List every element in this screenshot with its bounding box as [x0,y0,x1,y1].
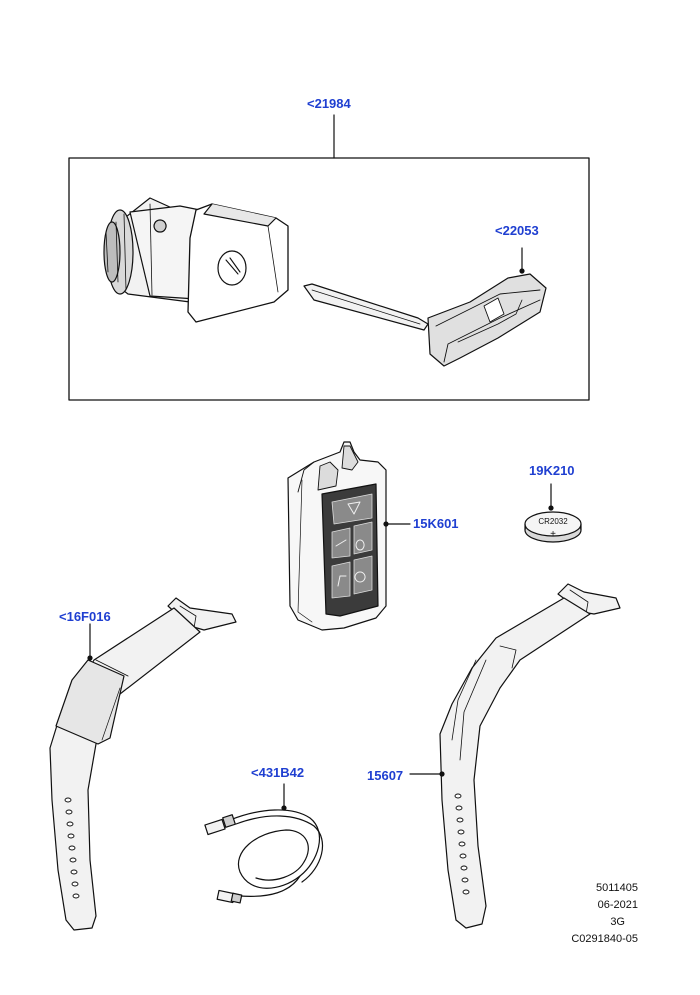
callout-smart-key[interactable]: 15K601 [413,516,459,531]
coin-battery: CR2032 + [524,483,582,543]
battery-label: CR2032 [538,517,568,526]
footer-line3: 3G [610,916,625,928]
usb-cable [204,783,324,904]
callout-wearable-key[interactable]: <16F016 [59,609,111,624]
callout-strap[interactable]: 15607 [367,768,404,783]
footer-line1: 5011405 [595,882,638,894]
footer-line2: 06-2021 [597,899,638,911]
battery-polarity: + [550,529,556,540]
emergency-key [303,247,547,367]
wearable-key-band [49,597,237,931]
callout-emergency-key[interactable]: <22053 [495,223,539,238]
band-holes [64,797,80,899]
callout-usb-cable[interactable]: <431B42 [251,765,305,780]
replacement-strap [409,583,621,929]
kit-frame [68,157,590,401]
strap-holes [454,793,470,895]
callout-battery[interactable]: 19K210 [529,463,575,478]
callout-kit[interactable]: <21984 [307,96,351,111]
footer-line4: C0291840-05 [571,933,638,945]
lock-cylinder [103,197,289,323]
smart-key-fob [287,441,411,631]
